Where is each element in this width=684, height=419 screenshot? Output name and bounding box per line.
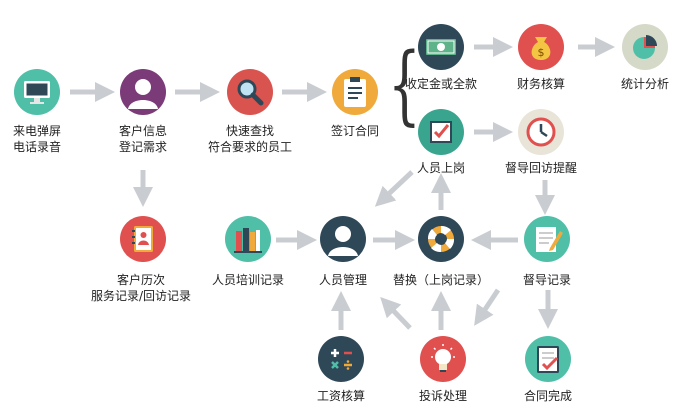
node-stats[interactable] xyxy=(622,24,668,70)
lightbulb-icon xyxy=(420,336,466,382)
node-complete[interactable] xyxy=(525,336,571,382)
node-training[interactable] xyxy=(225,216,271,262)
lifebuoy-icon xyxy=(418,216,464,262)
calculator-icon xyxy=(318,336,364,382)
notepad-pencil-icon xyxy=(524,216,570,262)
node-payment[interactable] xyxy=(418,24,464,70)
magnifier-icon xyxy=(227,69,273,115)
node-history[interactable] xyxy=(120,216,166,262)
label-supervision: 督导记录 xyxy=(522,273,572,287)
person-icon xyxy=(120,69,166,115)
svg-text:$: $ xyxy=(538,46,545,59)
label-replace: 替换（上岗记录） xyxy=(392,273,490,287)
pie-chart-icon xyxy=(622,24,668,70)
node-replace[interactable] xyxy=(418,216,464,262)
node-customer-info[interactable] xyxy=(120,69,166,115)
money-bag-icon: $ xyxy=(518,24,564,70)
label-payment: 收定金或全款 xyxy=(404,77,478,91)
node-contract[interactable] xyxy=(332,69,378,115)
label-onboard: 人员上岗 xyxy=(416,161,466,175)
arrow-onboard-to-staff xyxy=(374,170,414,207)
contract-done-icon xyxy=(525,336,571,382)
clipboard-icon xyxy=(332,69,378,115)
person-icon xyxy=(320,216,366,262)
node-incoming[interactable] xyxy=(14,69,60,115)
label-search: 快速查找符合要求的员工 xyxy=(207,124,293,154)
label-history: 客户历次服务记录/回访记录 xyxy=(90,273,192,303)
node-finance[interactable]: $ xyxy=(518,24,564,70)
node-staff-mgmt[interactable] xyxy=(320,216,366,262)
label-training: 人员培训记录 xyxy=(211,273,285,287)
monitor-icon xyxy=(14,69,60,115)
checklist-icon xyxy=(418,109,464,155)
label-contract: 签订合同 xyxy=(330,124,380,138)
label-finance: 财务核算 xyxy=(516,77,566,91)
label-salary: 工资核算 xyxy=(316,389,366,403)
label-complaint: 投诉处理 xyxy=(418,389,468,403)
label-reminder: 督导回访提醒 xyxy=(504,161,578,175)
label-incoming: 来电弹屏电话录音 xyxy=(12,124,62,154)
branch-brace: { xyxy=(388,35,421,135)
node-complaint[interactable] xyxy=(420,336,466,382)
node-onboard[interactable] xyxy=(418,109,464,155)
arrow-supervision-to-complaint xyxy=(474,288,501,326)
label-stats: 统计分析 xyxy=(620,77,670,91)
banknote-icon xyxy=(418,24,464,70)
books-icon xyxy=(225,216,271,262)
arrow-complaint-to-staff xyxy=(380,296,412,330)
node-search[interactable] xyxy=(227,69,273,115)
clock-icon xyxy=(518,109,564,155)
label-complete: 合同完成 xyxy=(523,389,573,403)
label-customer-info: 客户信息登记需求 xyxy=(118,124,168,154)
node-reminder[interactable] xyxy=(518,109,564,155)
address-book-icon xyxy=(120,216,166,262)
label-staff-mgmt: 人员管理 xyxy=(318,273,368,287)
node-salary[interactable] xyxy=(318,336,364,382)
node-supervision[interactable] xyxy=(524,216,570,262)
